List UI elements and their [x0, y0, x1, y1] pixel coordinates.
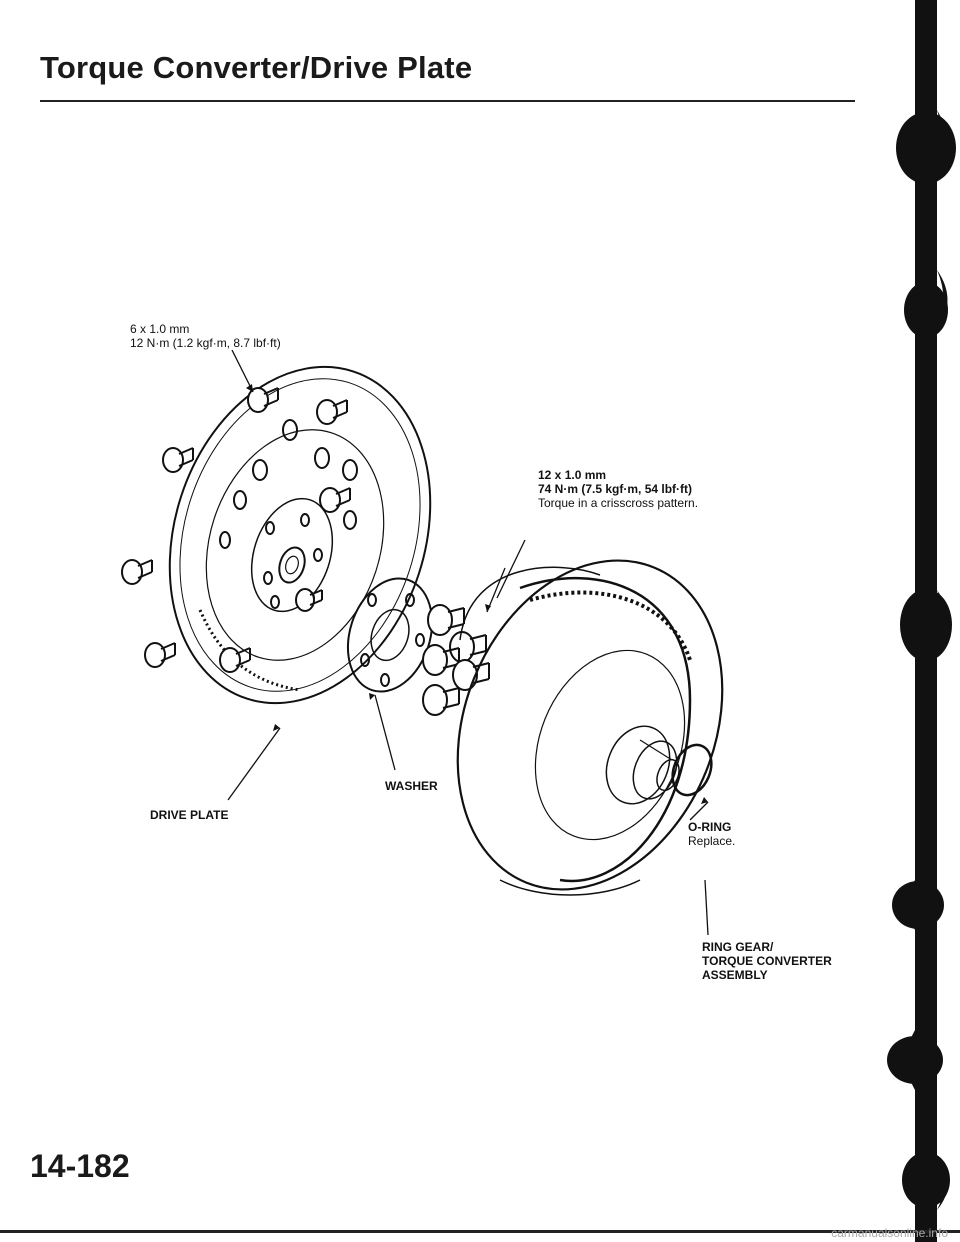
bolt-2	[162, 447, 194, 473]
page-title: Torque Converter/Drive Plate	[40, 50, 473, 85]
big-bolt-4	[452, 659, 490, 691]
washer	[346, 577, 434, 693]
bolt-1	[247, 387, 279, 413]
bolt-6	[316, 399, 348, 425]
watermark: carmanualsonline.info	[831, 1226, 948, 1240]
o-ring-note: Replace.	[688, 834, 736, 848]
bolt-3	[121, 559, 153, 585]
o-ring-label: O-RING Replace.	[688, 820, 735, 848]
leader-lines	[227, 349, 709, 936]
washer-label: WASHER	[385, 779, 438, 793]
converter-line2: TORQUE CONVERTER	[702, 954, 832, 968]
converter-label: RING GEAR/ TORQUE CONVERTER ASSEMBLY	[702, 940, 832, 982]
leader-arrowheads	[246, 384, 708, 804]
large-bolt-note: Torque in a crisscross pattern.	[538, 496, 699, 510]
small-bolt-label: 6 x 1.0 mm 12 N·m (1.2 kgf·m, 8.7 lbf·ft…	[130, 322, 281, 350]
o-ring-name: O-RING	[688, 820, 732, 834]
drive-plate-label: DRIVE PLATE	[150, 808, 229, 822]
converter-bolts	[422, 604, 490, 716]
small-bolt-torque: 12 N·m (1.2 kgf·m, 8.7 lbf·ft)	[130, 336, 281, 350]
big-bolt-3	[422, 644, 460, 676]
large-bolt-label: 12 x 1.0 mm 74 N·m (7.5 kgf·m, 54 lbf·ft…	[538, 468, 698, 510]
converter-line1: RING GEAR/	[702, 940, 774, 954]
big-bolt-5	[422, 684, 460, 716]
page-number: 14-182	[30, 1148, 130, 1184]
big-bolt-2	[449, 631, 487, 663]
flex-plate-bolts	[121, 387, 351, 673]
o-ring	[671, 743, 713, 797]
bolt-8	[295, 588, 323, 612]
side-tab-bulges	[887, 112, 956, 1208]
title-rule	[40, 100, 855, 102]
large-bolt-size: 12 x 1.0 mm	[538, 468, 607, 482]
bolt-4	[144, 642, 176, 668]
bolt-7	[319, 487, 351, 513]
torque-converter	[456, 559, 724, 896]
bolt-5	[219, 647, 251, 673]
small-bolt-size: 6 x 1.0 mm	[130, 322, 190, 336]
large-bolt-torque: 74 N·m (7.5 kgf·m, 54 lbf·ft)	[538, 482, 693, 496]
drive-plate	[168, 365, 432, 705]
big-bolt-1	[427, 604, 465, 636]
bottom-rule	[0, 1230, 960, 1233]
converter-line3: ASSEMBLY	[702, 968, 768, 982]
